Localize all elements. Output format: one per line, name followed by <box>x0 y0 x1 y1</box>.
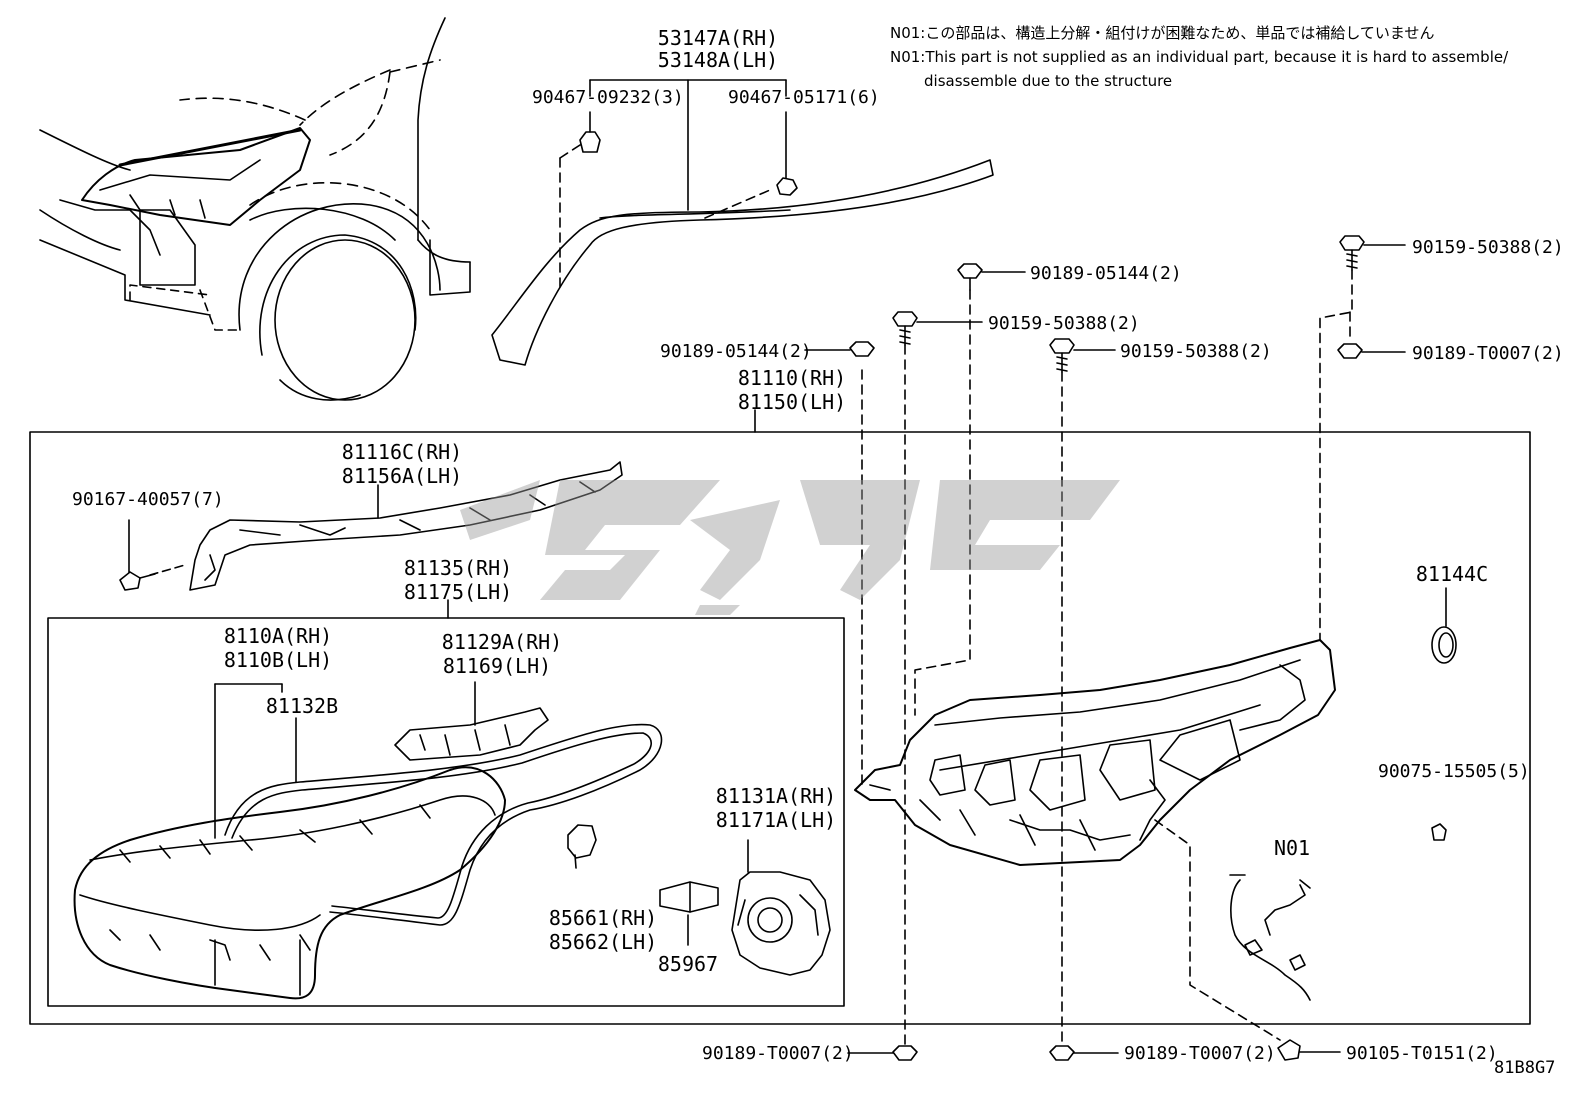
label-90189-05144-left: 90189-05144(2) <box>660 341 812 362</box>
bracket-81116c <box>119 461 623 591</box>
screw-90159-50388-a <box>892 311 983 346</box>
label-81131a: 81131A(RH) <box>715 784 837 808</box>
label-90467-05171: 90467-05171(6) <box>728 87 880 108</box>
clip-90467-09232 <box>559 111 601 291</box>
label-81150: 81150(LH) <box>737 390 847 414</box>
housing-8110a <box>73 683 506 1000</box>
bracket-81129a <box>394 681 549 761</box>
note-en-line1: N01:This part is not supplied as an indi… <box>890 48 1509 66</box>
nut-90189-t0007-bl <box>847 1045 918 1061</box>
harness-N01 <box>1229 874 1311 1001</box>
label-81135: 81135(RH) <box>403 556 513 580</box>
label-90189-t0007-top: 90189-T0007(2) <box>1412 343 1564 364</box>
vehicle-front-illustration <box>39 17 471 401</box>
label-85967: 85967 <box>657 952 719 976</box>
assembly-box-81110 <box>29 431 1531 1025</box>
label-81132b: 81132B <box>265 694 339 718</box>
label-90075-15505: 90075-15505(5) <box>1378 761 1530 782</box>
label-53148a: 53148A(LH) <box>657 48 779 72</box>
label-8110a: 8110A(RH) <box>223 624 333 648</box>
garnish-53147a <box>491 79 994 366</box>
leader-lines <box>861 269 1353 1046</box>
label-90167-40057: 90167-40057(7) <box>72 489 224 510</box>
label-81175: 81175(LH) <box>403 580 513 604</box>
socket-85661 <box>567 824 597 869</box>
label-90467-09232: 90467-09232(3) <box>532 87 684 108</box>
label-53147a: 53147A(RH) <box>657 26 779 50</box>
label-81129a: 81129A(RH) <box>441 630 563 654</box>
screw-90105-t0151 <box>1277 1039 1341 1061</box>
screw-90159-50388-b <box>1049 338 1116 373</box>
label-81156a: 81156A(LH) <box>341 464 463 488</box>
label-90159-50388-c: 90159-50388(2) <box>1412 237 1564 258</box>
label-90105-t0151: 90105-T0151(2) <box>1346 1043 1498 1064</box>
clip-90467-05171 <box>704 111 798 219</box>
screw-90159-50388-c <box>1339 235 1406 271</box>
assembly-box-81135 <box>47 617 845 1007</box>
module-85967 <box>659 881 719 946</box>
label-8110b: 8110B(LH) <box>223 648 333 672</box>
label-90189-t0007-bl: 90189-T0007(2) <box>702 1043 854 1064</box>
label-85661: 85661(RH) <box>548 906 658 930</box>
diagram-code: 81B8G7 <box>1494 1058 1556 1078</box>
label-90159-50388-b: 90159-50388(2) <box>1120 341 1272 362</box>
label-81144c: 81144C <box>1415 562 1489 586</box>
note-jp: N01:この部品は、構造上分解・組付けが困難なため、単品では補給していません <box>890 24 1435 42</box>
label-85662: 85662(LH) <box>548 930 658 954</box>
label-81116c: 81116C(RH) <box>341 440 463 464</box>
label-N01: N01 <box>1273 836 1311 860</box>
fastener-90189-05144-top <box>957 263 1026 291</box>
plug-90075-15505 <box>1431 823 1447 841</box>
nut-90189-t0007-top <box>1337 343 1406 359</box>
projector-81131a <box>731 839 831 976</box>
label-81169: 81169(LH) <box>442 654 552 678</box>
label-90159-50388-a: 90159-50388(2) <box>988 313 1140 334</box>
note-en-line2: disassemble due to the structure <box>924 72 1173 90</box>
ring-81144c <box>1431 587 1457 664</box>
seal-81132b <box>224 717 663 926</box>
fastener-90189-05144-left <box>804 341 875 357</box>
label-90189-05144-top: 90189-05144(2) <box>1030 263 1182 284</box>
label-90189-t0007-bc: 90189-T0007(2) <box>1124 1043 1276 1064</box>
watermark <box>460 480 1120 615</box>
nut-90189-t0007-bc <box>1049 1045 1119 1061</box>
label-81171a: 81171A(LH) <box>715 808 837 832</box>
headlamp-81110 <box>854 639 1336 866</box>
label-81110: 81110(RH) <box>737 366 847 390</box>
